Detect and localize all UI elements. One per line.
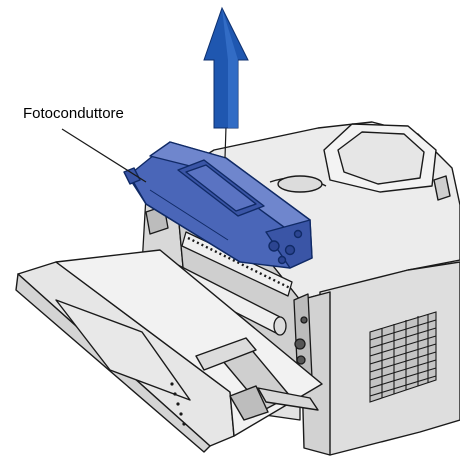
- callout-label-photoconductor: Fotoconduttore: [23, 105, 124, 122]
- right-connectors: [293, 293, 313, 385]
- front-door: [15, 249, 323, 453]
- photoconductor-cartridge: [123, 141, 313, 269]
- door-indicator-dots: [170, 382, 186, 426]
- lift-up-arrow-icon: [203, 6, 249, 159]
- roller-upper: [181, 231, 293, 297]
- vent-grille: [369, 311, 437, 403]
- callout-leader-line: [61, 128, 147, 183]
